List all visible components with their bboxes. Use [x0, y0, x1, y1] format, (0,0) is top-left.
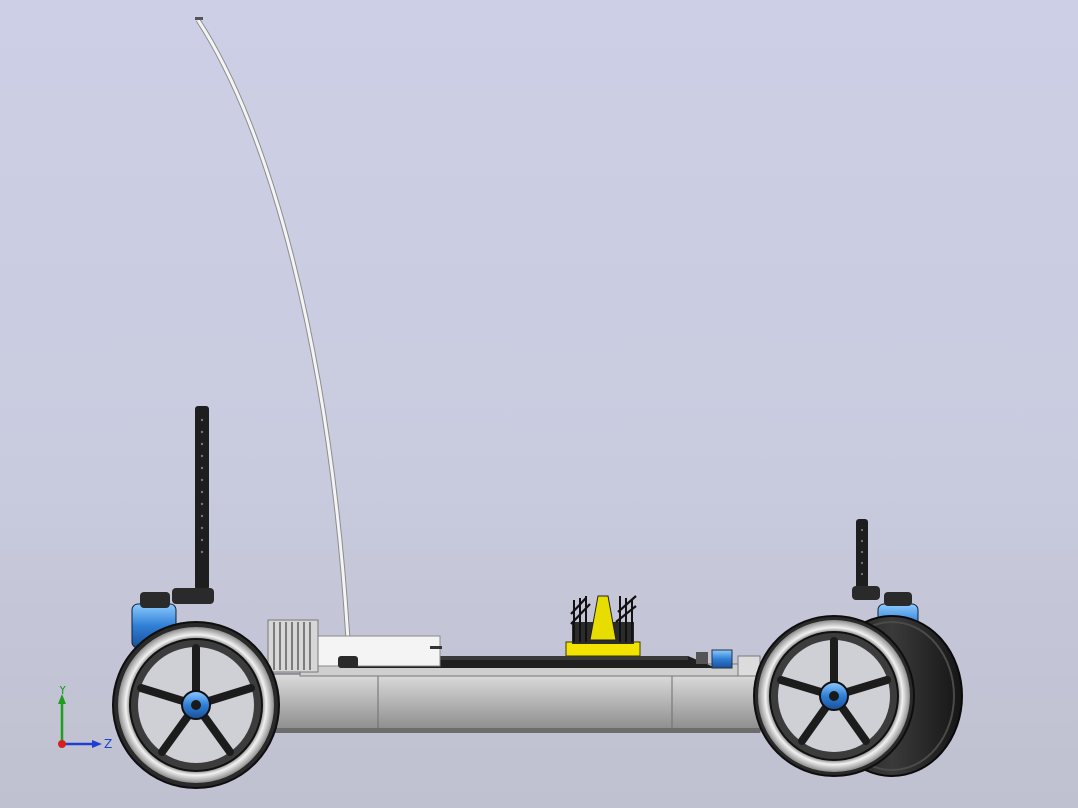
wheel-rear: [112, 621, 280, 789]
chassis: [269, 663, 761, 733]
motor-heatsink: [565, 595, 641, 657]
origin-dot: [58, 740, 66, 748]
wheel-front: [753, 615, 915, 777]
antenna: [195, 17, 351, 641]
body-post-rear: [172, 406, 214, 604]
orientation-triad: Y Z: [58, 686, 112, 751]
y-axis-label: Y: [58, 686, 67, 697]
z-axis-arrow-icon: [92, 740, 102, 748]
y-axis-arrow-icon: [58, 694, 66, 704]
body-post-front: [852, 519, 880, 600]
spur-gear: [267, 619, 319, 673]
receiver-box: [311, 635, 442, 668]
front-bulkhead: [696, 649, 761, 677]
z-axis-label: Z: [104, 737, 112, 751]
